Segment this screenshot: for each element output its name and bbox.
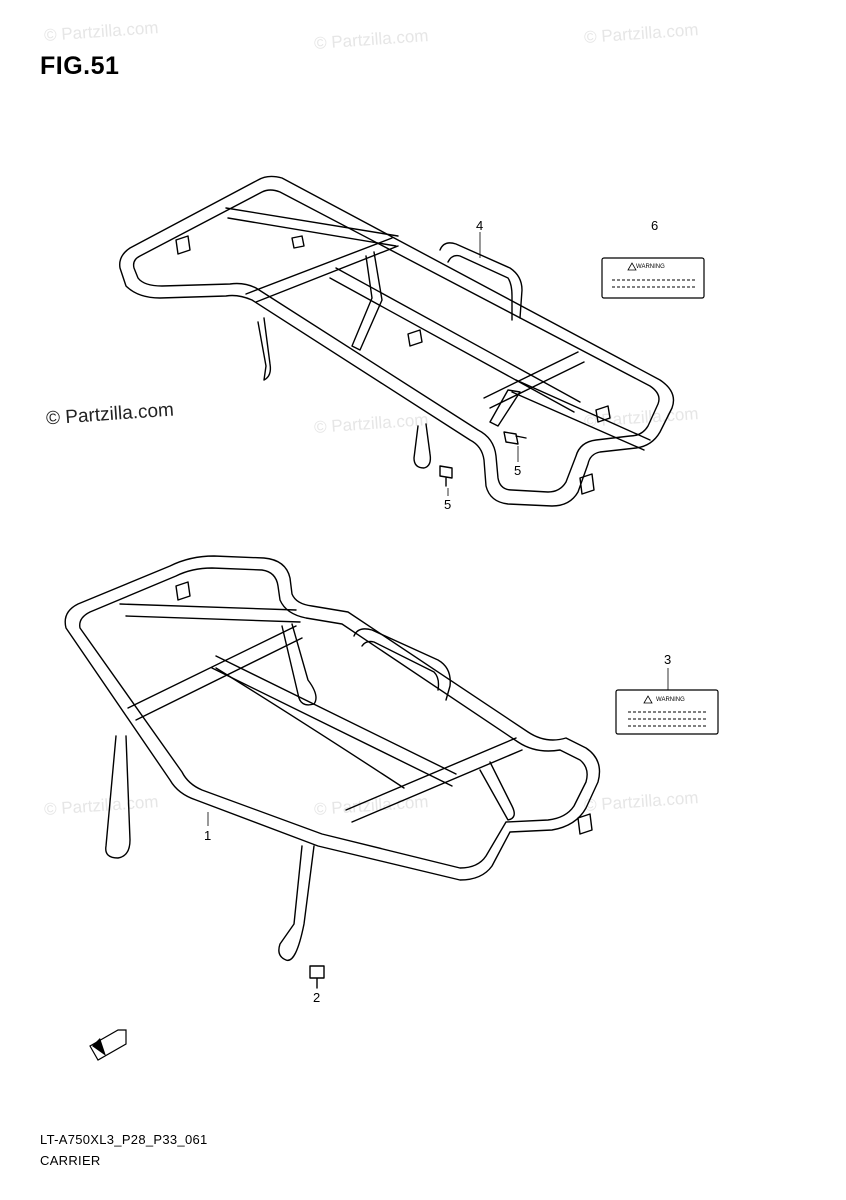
callout-3: 3 (664, 652, 672, 667)
rear-warning-text: WARNING (656, 697, 685, 703)
rear-warning-label (615, 689, 719, 735)
callout-5-left: 5 (444, 497, 452, 512)
figure-title: FIG.51 (40, 52, 120, 80)
callout-6: 6 (651, 218, 659, 233)
front-warning-text: WARNING (636, 264, 665, 270)
callout-1: 1 (204, 828, 212, 843)
callout-2: 2 (313, 990, 321, 1005)
front-carrier (119, 175, 675, 507)
callout-4: 4 (476, 218, 484, 233)
front-warning-label (601, 257, 705, 299)
rear-carrier (64, 555, 669, 989)
forward-arrow-icon (89, 1029, 127, 1061)
callout-5-right: 5 (514, 463, 522, 478)
section-title: CARRIER (40, 1153, 101, 1168)
model-code: LT-A750XL3_P28_P33_061 (40, 1132, 208, 1147)
